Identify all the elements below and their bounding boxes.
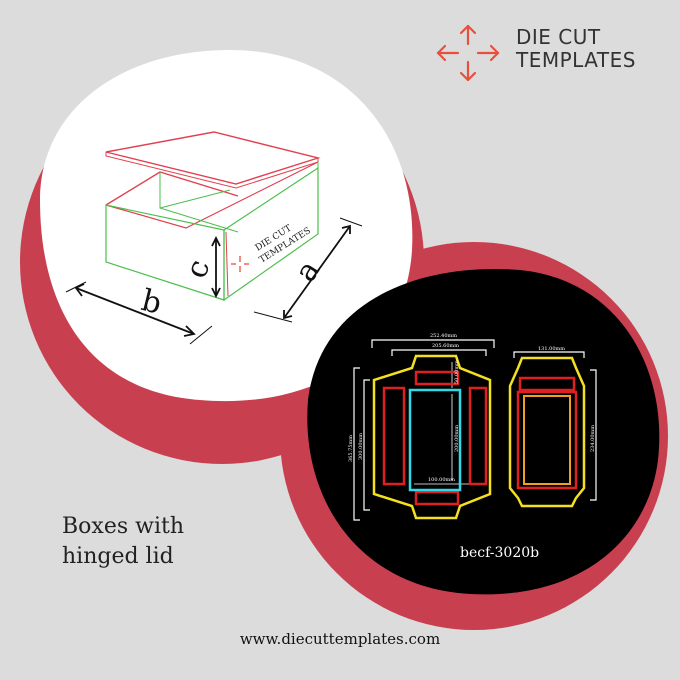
dim-left-inner: 300.00mm [358, 433, 364, 460]
dim-top-inner: 205.60mm [432, 343, 459, 349]
box-side-face [223, 166, 319, 302]
side-arrows-icon [231, 256, 249, 272]
dim-right-width: 131.00mm [538, 346, 565, 352]
left-die-cuts [382, 370, 488, 506]
left-die-outline [372, 354, 492, 520]
caption-line1: Boxes with [62, 514, 184, 539]
white-disc [40, 50, 413, 402]
dim-left-outer: 365.75mm [348, 435, 354, 462]
dim-panel-height: 200.00mm [454, 425, 460, 452]
dim-flap: 50.00mm [454, 360, 460, 384]
logo-line2: TEMPLATES [516, 48, 636, 72]
dim-right-height: 234.00mm [590, 425, 596, 452]
dim-top-outer: 252.40mm [430, 333, 457, 339]
logo-text: DIE CUT TEMPLATES [516, 26, 636, 72]
four-arrows-outward-icon [436, 24, 500, 82]
website-url[interactable]: www.diecuttemplates.com [239, 630, 441, 648]
right-die-inner [523, 395, 571, 485]
caption-line2: hinged lid [62, 544, 174, 569]
box-rim-front [105, 161, 319, 229]
box-lid-edge [105, 152, 319, 189]
right-die-cuts [516, 376, 578, 490]
dimension-lines [65, 217, 363, 345]
box-illustration: b c a DIE CUT TEMPLATES [65, 131, 363, 345]
logo-line1: DIE CUT [516, 25, 601, 49]
template-code: becf-3020b [460, 545, 539, 561]
right-die-outline [508, 356, 586, 508]
caption: Boxes with hinged lid [62, 512, 184, 572]
die-cut-template: 252.40mm 205.60mm 131.00mm 365.75mm 300.… [348, 333, 597, 561]
left-die-crease-panel [408, 388, 462, 492]
template-dimension-lines [353, 339, 597, 521]
dim-panel-width: 100.00mm [428, 477, 455, 483]
